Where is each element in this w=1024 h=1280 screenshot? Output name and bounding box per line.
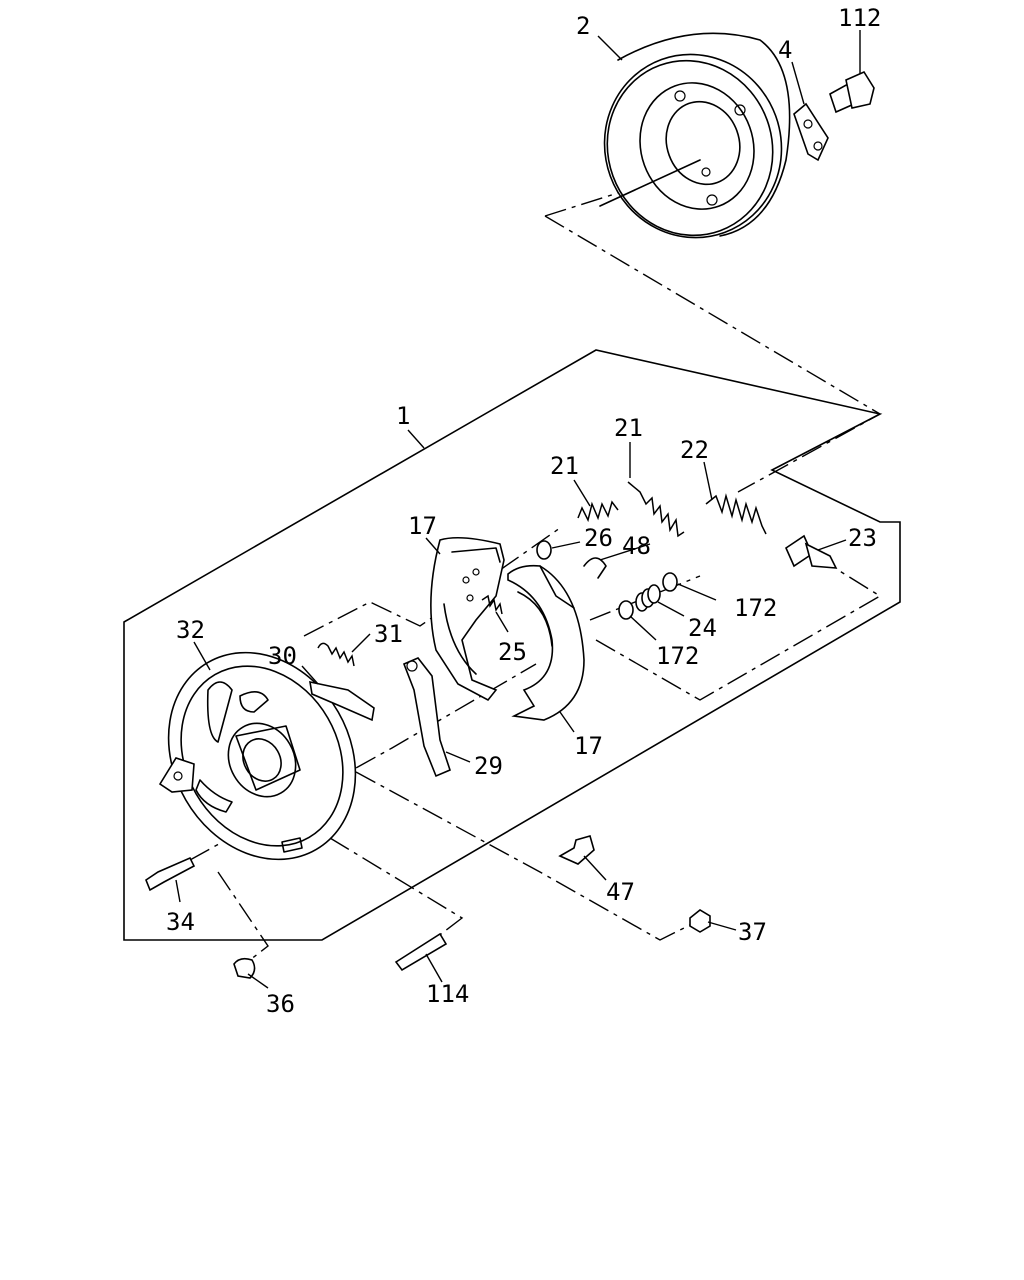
callout-112: 112 — [838, 4, 881, 32]
callout-23: 23 — [848, 524, 877, 552]
washer-172-upper — [662, 572, 678, 592]
stud-axis-line — [217, 837, 464, 961]
callout-32: 32 — [176, 616, 205, 644]
callout-172-lower: 172 — [656, 642, 699, 670]
washer-26 — [536, 540, 552, 560]
callout-labels: 2 112 4 1 21 21 22 23 17 26 48 172 24 17… — [166, 4, 881, 1018]
bolt-47 — [558, 835, 595, 865]
stud-114 — [394, 932, 448, 972]
parking-lever — [402, 657, 451, 778]
callout-24: 24 — [688, 614, 717, 642]
strut — [309, 680, 375, 722]
callout-21-long: 21 — [614, 414, 643, 442]
hardware-axis-line — [355, 771, 697, 941]
callout-4: 4 — [778, 36, 792, 64]
spring-24 — [635, 584, 661, 612]
callout-47: 47 — [606, 878, 635, 906]
callout-48: 48 — [622, 532, 651, 560]
spring-21-upper — [577, 500, 619, 523]
leader-lines — [175, 30, 861, 989]
nut-37 — [689, 909, 711, 933]
callout-17-rear: 17 — [574, 732, 603, 760]
callout-26: 26 — [584, 524, 613, 552]
assembly-frame-1 — [123, 349, 901, 941]
callout-29: 29 — [474, 752, 503, 780]
backing-plate — [158, 651, 357, 861]
clip-48 — [583, 557, 607, 579]
callout-172-upper: 172 — [734, 594, 777, 622]
bolt-34 — [145, 856, 196, 892]
brake-drum — [599, 32, 791, 239]
spring-31 — [317, 642, 355, 667]
bolt-112 — [829, 70, 875, 114]
drum-frame-line — [544, 215, 882, 493]
brake-shoe-front — [430, 536, 505, 702]
callout-34: 34 — [166, 908, 195, 936]
callout-22: 22 — [680, 436, 709, 464]
adjuster-23 — [784, 534, 838, 569]
callout-17-front: 17 — [408, 512, 437, 540]
callout-31: 31 — [374, 620, 403, 648]
callout-37: 37 — [738, 918, 767, 946]
spring-22 — [705, 493, 767, 535]
adjuster-frame-line — [589, 569, 882, 701]
callout-25: 25 — [498, 638, 527, 666]
bracket — [793, 102, 829, 162]
brake-shoe-rear — [507, 564, 585, 721]
spring-25 — [481, 594, 503, 615]
callout-1: 1 — [396, 402, 410, 430]
callout-30: 30 — [268, 642, 297, 670]
spring-21-long — [627, 481, 685, 538]
washer-172-lower — [618, 600, 634, 620]
plug-36 — [233, 957, 256, 979]
callout-36: 36 — [266, 990, 295, 1018]
callout-2: 2 — [576, 12, 590, 40]
callout-21-upper: 21 — [550, 452, 579, 480]
callout-114: 114 — [426, 980, 469, 1008]
